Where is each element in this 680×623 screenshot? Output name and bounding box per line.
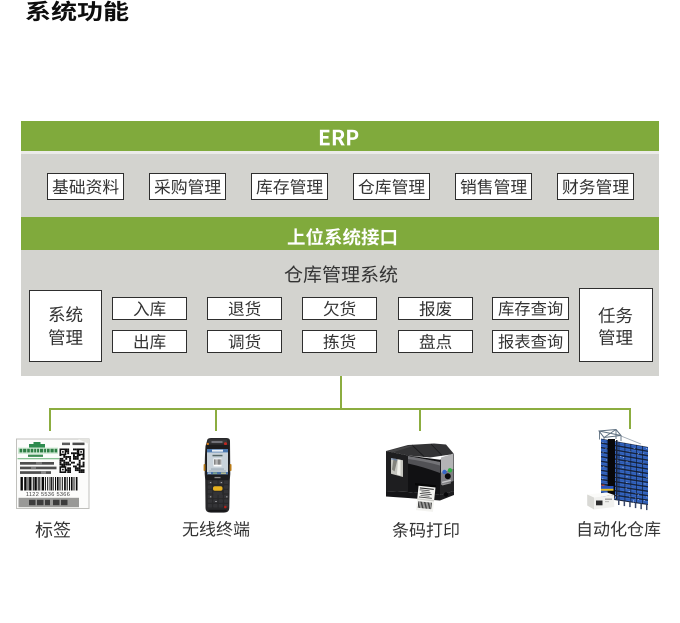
svg-text:1122 5536 5366: 1122 5536 5366 [26, 492, 70, 498]
